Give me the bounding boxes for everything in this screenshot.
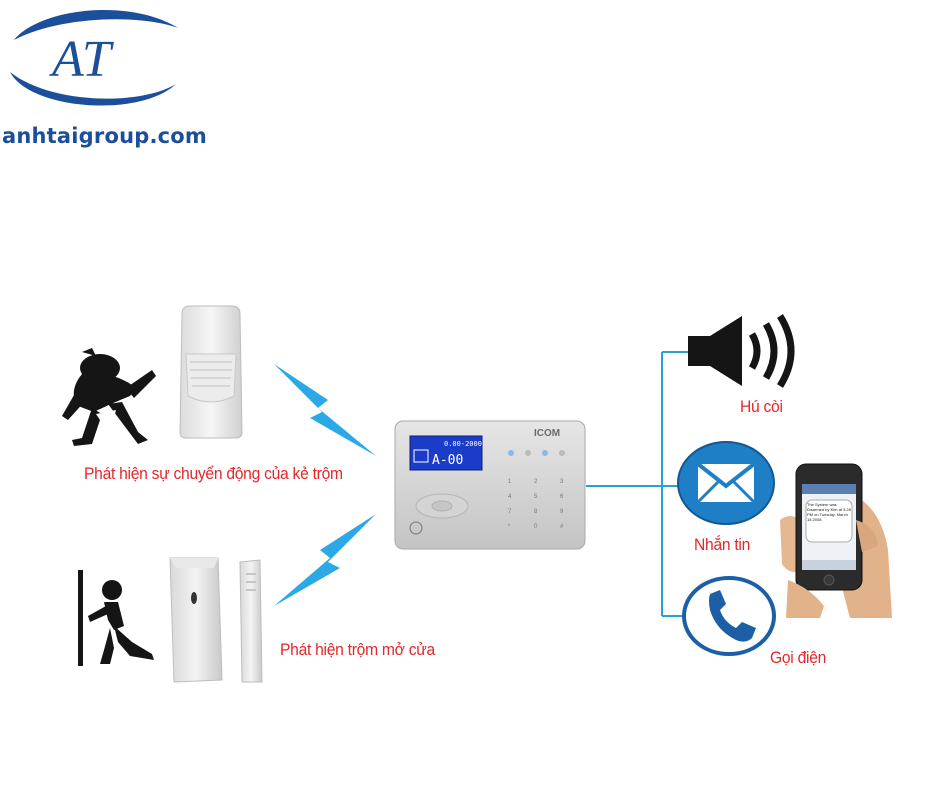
thief-icon xyxy=(62,348,156,446)
svg-text:0: 0 xyxy=(534,524,538,530)
call-caption: Gọi điện xyxy=(770,648,827,667)
envelope-icon xyxy=(677,441,775,525)
alarm-panel-icon: 0.00-2000 A-00 ICOM 1 2 3 4 5 6 7 8 9 * 0 # xyxy=(394,420,586,550)
logo-mark-icon: AT xyxy=(10,10,178,106)
svg-text:*: * xyxy=(508,524,511,530)
door-caption: Phát hiện trộm mở cửa xyxy=(280,640,435,659)
siren-caption: Hú còi xyxy=(740,397,783,416)
alarm-panel: 0.00-2000 A-00 ICOM 1 2 3 4 5 6 7 8 9 * 0 # xyxy=(394,420,586,550)
pir-sensor-icon xyxy=(179,305,243,439)
lcd-top-text: 0.00-2000 xyxy=(444,440,482,448)
phone-message-text: The System was Disarmed by Kim at 3:28 P… xyxy=(807,502,851,522)
door-intruder-icon xyxy=(78,570,154,666)
svg-text:6: 6 xyxy=(560,494,564,500)
lightning-icon xyxy=(274,364,376,456)
svg-text:4: 4 xyxy=(508,494,512,500)
motion-caption: Phát hiện sự chuyển động của kẻ trộm xyxy=(84,464,343,483)
svg-text:#: # xyxy=(560,524,564,530)
svg-text:1: 1 xyxy=(508,479,512,485)
svg-text:8: 8 xyxy=(534,509,538,515)
svg-text:AT: AT xyxy=(49,31,114,88)
phone-handset-icon xyxy=(682,576,776,656)
door-sensor-icon xyxy=(169,557,263,683)
smartphone-icon: The System was Disarmed by Kim at 3:28 P… xyxy=(780,463,892,618)
panel-brand-text: ICOM xyxy=(534,428,560,439)
lightning-icon xyxy=(274,514,376,606)
lcd-main-text: A-00 xyxy=(432,453,463,468)
svg-text:9: 9 xyxy=(560,509,564,515)
svg-text:3: 3 xyxy=(560,479,564,485)
sms-caption: Nhắn tin xyxy=(694,535,751,554)
speaker-icon xyxy=(688,314,795,388)
logo-site-text: anhtaigroup.com xyxy=(2,124,208,148)
svg-text:2: 2 xyxy=(534,479,538,485)
svg-text:7: 7 xyxy=(508,509,512,515)
svg-text:5: 5 xyxy=(534,494,538,500)
logo: AT anhtaigroup.com xyxy=(0,0,207,160)
